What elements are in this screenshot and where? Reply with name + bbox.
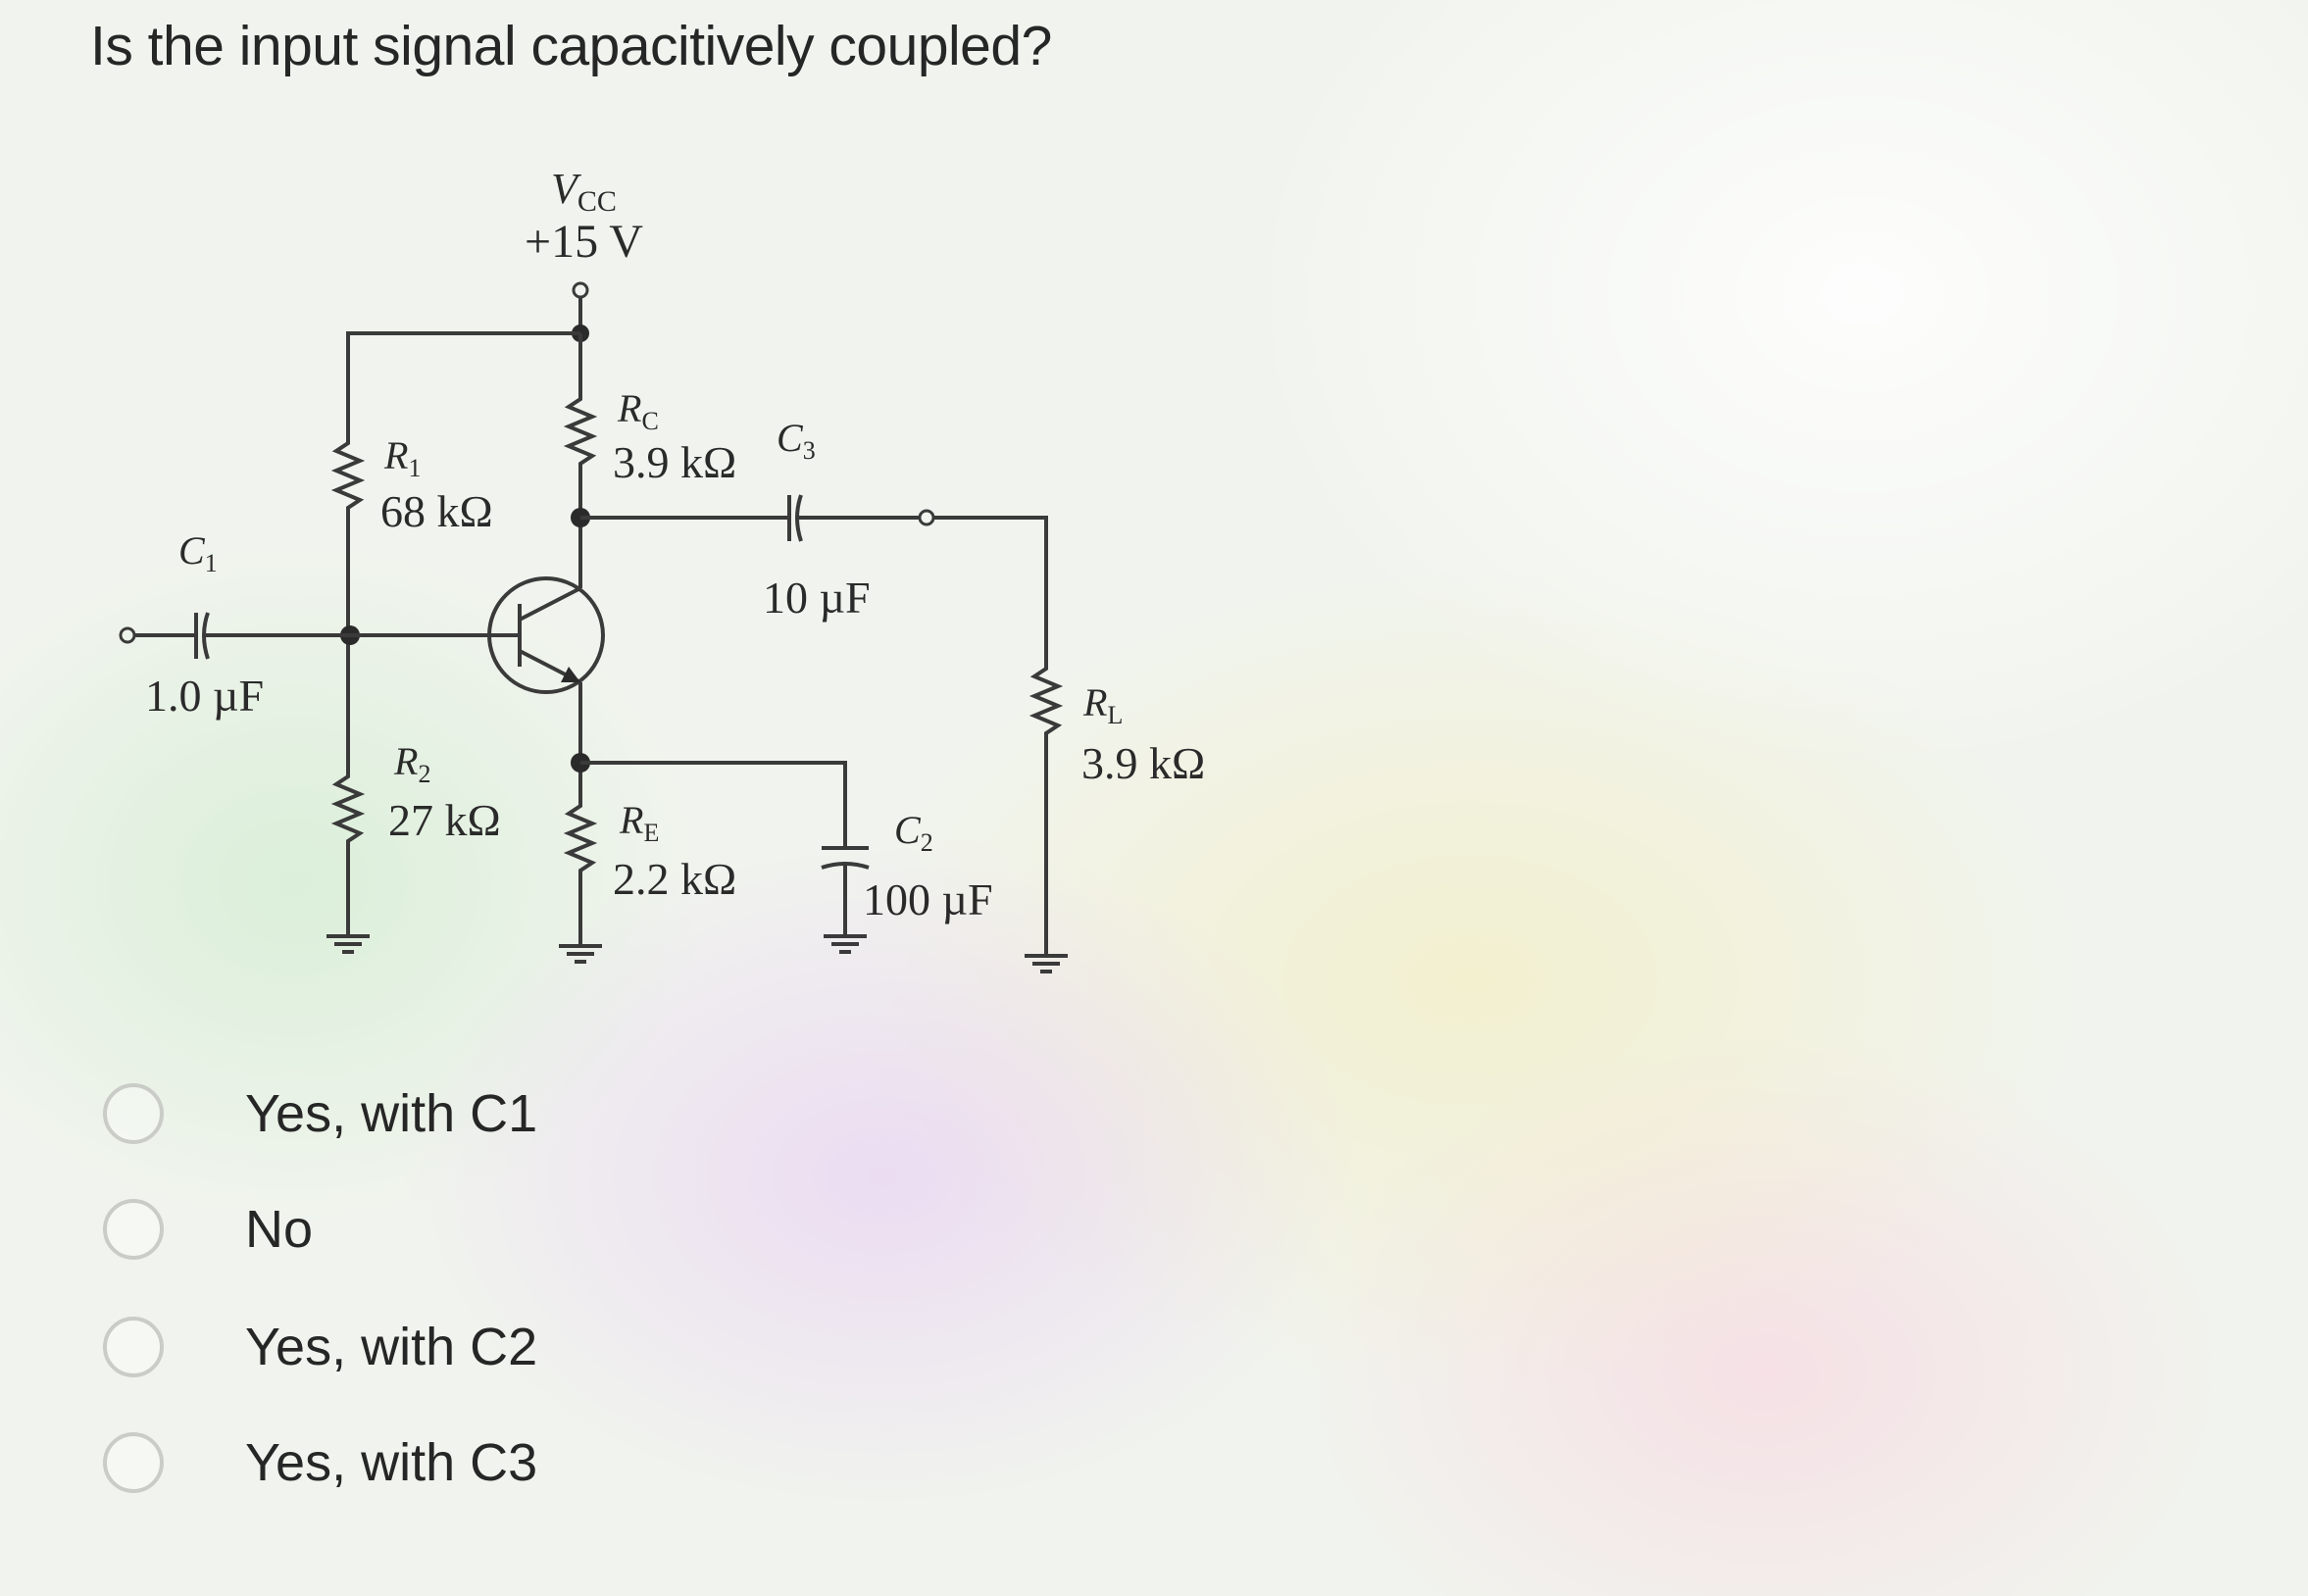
r1-name: R bbox=[383, 433, 408, 477]
c1-sub: 1 bbox=[205, 549, 218, 577]
option-label: Yes, with C1 bbox=[245, 1084, 538, 1143]
ground-c2-icon bbox=[824, 934, 867, 954]
radio-button[interactable] bbox=[103, 1199, 164, 1260]
c2-value: 100 µF bbox=[863, 874, 993, 924]
radio-button[interactable] bbox=[103, 1432, 164, 1493]
option-label: Yes, with C3 bbox=[245, 1433, 538, 1492]
vcc-value: +15 V bbox=[525, 216, 643, 268]
rl-value: 3.9 kΩ bbox=[1081, 738, 1205, 788]
svg-text:R1: R1 bbox=[383, 433, 421, 482]
r2-sub: 2 bbox=[418, 760, 430, 788]
re-sub: E bbox=[643, 819, 659, 847]
re-name: R bbox=[619, 798, 643, 842]
re-value: 2.2 kΩ bbox=[613, 854, 736, 904]
output-terminal bbox=[918, 509, 935, 526]
svg-text:C3: C3 bbox=[777, 416, 816, 465]
c3-value: 10 µF bbox=[763, 573, 871, 623]
c3-sub: 3 bbox=[803, 436, 816, 465]
radio-button[interactable] bbox=[103, 1083, 164, 1144]
option-yes-c2[interactable]: Yes, with C2 bbox=[103, 1308, 537, 1386]
rl-sub: L bbox=[1107, 701, 1123, 729]
c2-sub: 2 bbox=[921, 828, 933, 857]
c1-capacitor bbox=[194, 612, 210, 660]
option-yes-c1[interactable]: Yes, with C1 bbox=[103, 1074, 537, 1153]
svg-text:RE: RE bbox=[619, 798, 659, 847]
vcc-sub: CC bbox=[577, 185, 617, 218]
c1-name: C bbox=[178, 528, 206, 573]
r2-value: 27 kΩ bbox=[388, 795, 501, 845]
svg-text:C1: C1 bbox=[178, 528, 218, 577]
option-label: Yes, with C2 bbox=[245, 1318, 538, 1376]
r2-name: R bbox=[393, 739, 418, 783]
r2-resistor bbox=[330, 765, 366, 851]
rc-sub: C bbox=[641, 407, 658, 435]
ground-r2-icon bbox=[326, 934, 370, 954]
re-resistor bbox=[563, 794, 598, 880]
input-terminal bbox=[119, 626, 136, 644]
rl-resistor bbox=[1029, 657, 1064, 743]
vcc-name: V bbox=[551, 165, 582, 213]
top-rail bbox=[346, 331, 580, 431]
svg-text:R2: R2 bbox=[393, 739, 430, 788]
radio-button[interactable] bbox=[103, 1317, 164, 1377]
c3-capacitor bbox=[787, 494, 803, 542]
transistor-icon bbox=[487, 576, 605, 694]
c1-value: 1.0 µF bbox=[145, 671, 264, 721]
r1-sub: 1 bbox=[408, 454, 421, 482]
ground-rl-icon bbox=[1025, 954, 1068, 973]
svg-text:RL: RL bbox=[1082, 680, 1123, 729]
rl-name: R bbox=[1082, 680, 1107, 724]
r1-resistor bbox=[330, 431, 366, 518]
ground-re-icon bbox=[559, 944, 602, 964]
option-no[interactable]: No bbox=[103, 1190, 313, 1269]
option-label: No bbox=[245, 1200, 314, 1259]
question-text: Is the input signal capacitively coupled… bbox=[90, 15, 1052, 77]
c3-name: C bbox=[777, 416, 804, 460]
rc-name: R bbox=[617, 386, 641, 430]
svg-text:C2: C2 bbox=[894, 808, 933, 857]
r1-value: 68 kΩ bbox=[380, 486, 493, 536]
rc-resistor bbox=[563, 387, 598, 474]
c2-name: C bbox=[894, 808, 922, 852]
svg-text:VCC: VCC bbox=[551, 165, 617, 218]
svg-text:RC: RC bbox=[617, 386, 659, 435]
option-yes-c3[interactable]: Yes, with C3 bbox=[103, 1423, 537, 1502]
rc-value: 3.9 kΩ bbox=[613, 437, 736, 487]
